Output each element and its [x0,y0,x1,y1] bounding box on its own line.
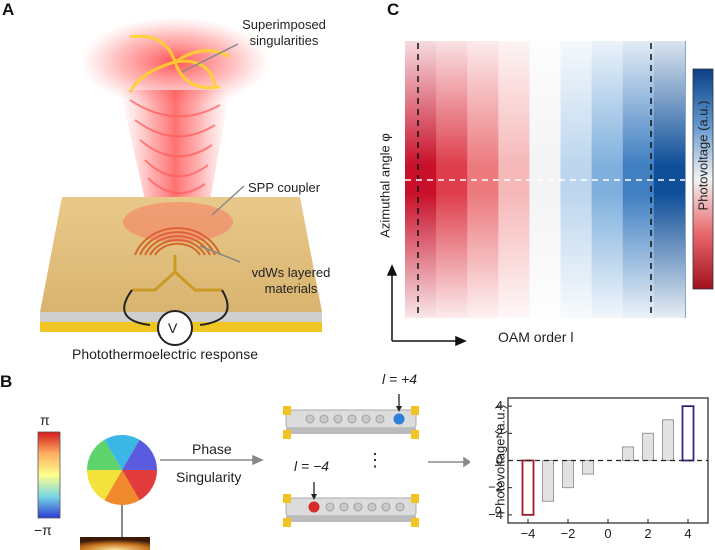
phase-arrow-label: Phase [192,441,232,457]
panel-b-illustration [0,380,470,550]
bar [683,406,694,460]
l-negative-label: l = −4 [294,458,329,474]
colorbar-label: Photovoltage (a.u.) [696,96,711,216]
phase-colorbar [38,432,60,518]
y-axis-label: Azimuthal angle φ [378,121,393,251]
panel-c-heatmap [370,25,715,355]
bar-chart-ylabel: Photovoltage (a.u.) [493,400,508,520]
ellipsis: ⋮ [366,452,384,468]
x-axis-label: OAM order l [498,329,573,345]
panel-c-letter: C [387,0,399,20]
label-superimposed: Superimposed singularities [232,17,336,49]
label-spp-coupler: SPP coupler [248,180,320,196]
bar [643,433,654,460]
phase-bottom-label: −π [34,522,52,538]
x-tick-label: 0 [604,526,611,541]
phase-wheel [87,435,157,505]
x-tick-label: 2 [644,526,651,541]
x-tick-label: −2 [561,526,576,541]
bar [563,461,574,488]
label-response: Photothermoelectric response [72,346,258,362]
bar [583,461,594,475]
singularity-arrow-label: Singularity [176,469,241,485]
phase-top-label: π [40,412,50,428]
device-bottom [283,482,419,527]
l-positive-label: l = +4 [382,371,417,387]
bar [623,447,634,461]
label-vdws: vdWs layered materials [242,265,340,297]
voltmeter-label: V [168,320,177,336]
device-top [283,394,419,439]
bar [523,461,534,515]
bar [663,420,674,461]
x-tick-label: 4 [684,526,691,541]
bar [543,461,554,502]
x-tick-label: −4 [521,526,536,541]
